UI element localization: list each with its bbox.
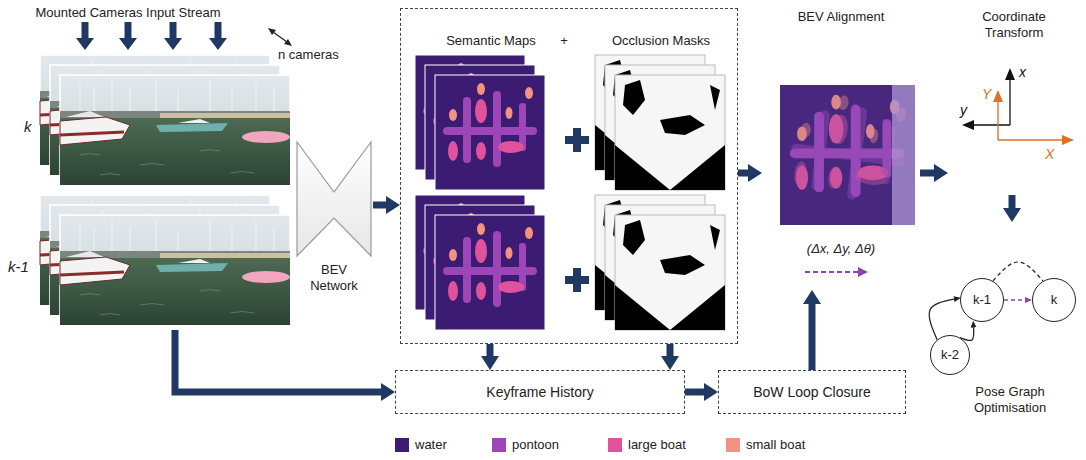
aligned-bev-map [780,85,915,225]
legend-swatch [608,438,622,452]
node-text: Coordinate Transform [969,9,1059,40]
node-text: k [1051,292,1058,308]
connector-arrow [920,170,934,177]
connector-arrow [738,170,748,177]
pose-node: k-2 [930,335,970,375]
legend-swatch [395,438,409,452]
semantic-map-stack [415,55,545,330]
node-text: BoW Loop Closure [753,384,871,401]
hourglass-outline [297,142,371,256]
legend-item: large boat [608,437,686,452]
offset-arrow [805,271,858,273]
annotation-label: k-1 [8,258,29,276]
axes-local [962,68,1015,130]
annotation-label: n cameras [278,47,339,63]
node-text: Semantic Maps [446,33,536,49]
legend-swatch [726,438,740,452]
connector-arrow [1004,299,1025,301]
node-text: Pose Graph Optimisation [960,384,1060,415]
semantic-map-stack [435,75,545,190]
coordinate-transform: Coordinate Transform [948,5,1080,195]
occlusion-mask-stack [595,55,725,330]
bev-network: BEV Network [295,140,373,295]
occlusion-mask-stack [615,75,725,190]
process-box: BoW Loop Closure [718,370,906,414]
camera-frames-k [40,55,290,185]
connector-arrow [373,202,386,209]
plus-symbol [573,268,581,292]
input-arrows [85,22,218,38]
camera-frames-k [60,75,290,185]
legend-text: pontoon [512,437,559,452]
annotation-label: y [960,102,967,119]
node-text: BEV Alignment [798,9,885,25]
connector-arrow [993,262,1043,281]
connector-arrow [809,304,816,370]
axes-local [962,68,1015,130]
axes-local [974,80,1010,125]
axes-global [993,90,1074,145]
annotation-label: k [24,118,32,136]
legend-item: small boat [726,437,805,452]
legend-item: pontoon [492,437,559,452]
legend-text: small boat [746,437,805,452]
offset-arrow [858,267,868,277]
occlusion-mask-stack [615,215,725,330]
axes-global [998,102,1062,140]
n-cameras-arrow [268,28,292,46]
n-cameras-arrow [273,32,287,42]
plus-symbol [565,128,589,292]
connector-arrow [175,330,381,392]
legend-swatch [492,438,506,452]
pose-node: k-1 [960,278,1004,322]
legend-text: water [415,437,447,452]
connector-arrow [929,299,954,340]
offset-arrow [805,267,868,277]
plus-symbol [573,128,581,152]
pose-node: k [1032,278,1076,322]
legend-item: water [395,437,447,452]
input-arrows [76,38,227,50]
bev-output-box: Semantic Maps + Occlusion Masks [400,8,738,344]
axes-global [993,90,1074,145]
pose-graph: k-1 k k-2Pose Graph Optimisation [925,222,1082,418]
node-text: Occlusion Masks [612,33,710,49]
legend-text: large boat [628,437,686,452]
semantic-map-stack [435,215,545,330]
node-text: Keyframe History [486,384,593,401]
node-text: k-2 [941,347,959,363]
bev-alignment: BEV Alignment (Δx, Δy, Δθ) [762,5,920,290]
camera-input-group: Mounted Cameras Input Stream [5,3,292,330]
camera-frames-k-1 [40,195,290,325]
connector-arrow [487,344,494,356]
connector-arrow [667,344,674,356]
process-box: Keyframe History [395,370,685,414]
node-text: (Δx, Δy, Δθ) [807,241,875,257]
node-text: BEV Network [302,262,366,293]
annotation-label: Y [982,86,991,103]
connector-arrow [1009,195,1016,208]
aligned-bev-map [780,85,915,225]
input-arrows [76,22,227,50]
node-text: + [560,33,568,49]
hourglass-shape [295,140,373,258]
camera-frames-k-1 [60,215,290,325]
annotation-label: x [1019,64,1026,81]
annotation-label: X [1045,146,1054,163]
connector-arrow [685,389,704,396]
node-text: Mounted Cameras Input Stream [36,5,221,21]
n-cameras-arrow [268,28,292,46]
aligned-bev-map [780,85,915,225]
node-text: k-1 [973,292,991,308]
